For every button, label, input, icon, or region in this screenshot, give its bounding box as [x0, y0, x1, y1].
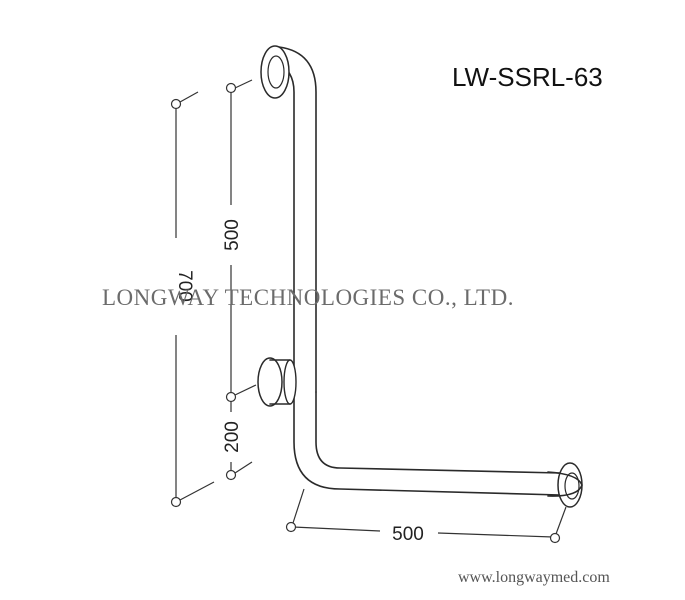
website-url: www.longwaymed.com	[458, 569, 610, 586]
upper-segment-dimension: 500	[222, 79, 257, 403]
overall-height-label: 700	[174, 270, 195, 302]
end-wall-flange	[547, 462, 583, 508]
overall-height-dimension: 700	[170, 91, 215, 508]
top-wall-flange	[260, 45, 290, 99]
lower-segment-label: 200	[222, 421, 243, 453]
model-title: LW-SSRL-63	[452, 62, 603, 92]
l-shaped-grab-bar	[275, 46, 561, 496]
horizontal-length-dimension: 500	[285, 488, 567, 545]
lower-segment-dimension: 200	[222, 401, 253, 481]
upper-segment-label: 500	[222, 219, 243, 251]
horizontal-length-label: 500	[392, 524, 424, 545]
company-watermark: LONGWAY TECHNOLOGIES CO., LTD.	[102, 285, 514, 310]
middle-wall-flange	[257, 357, 297, 407]
